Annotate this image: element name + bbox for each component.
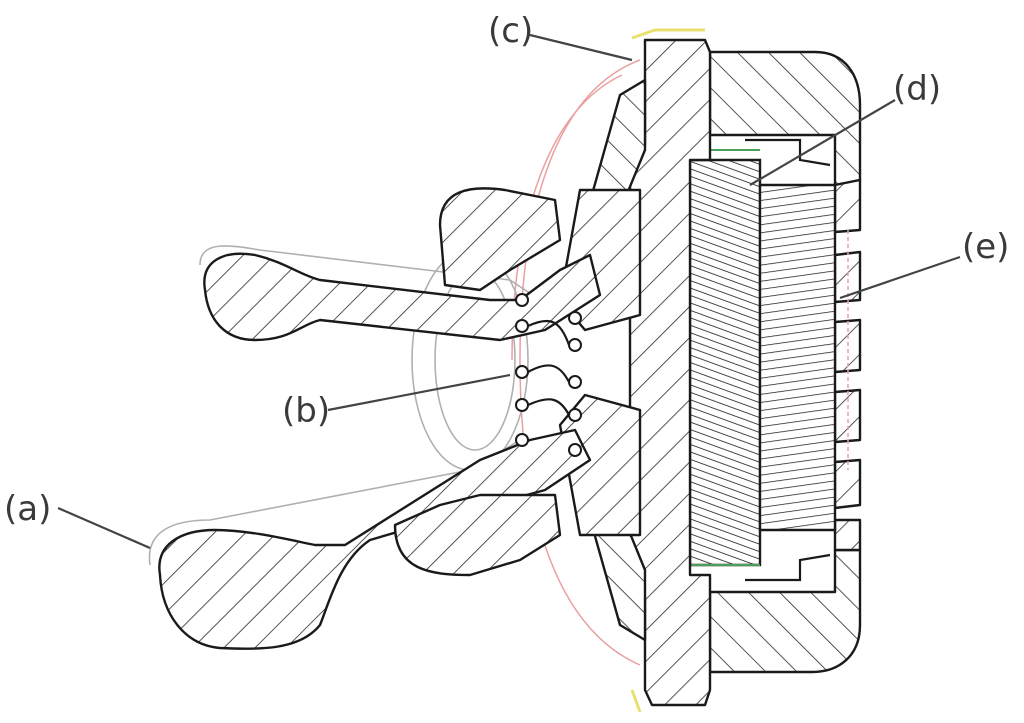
labels: (a) (b) (c) (d) (e) <box>4 11 1009 529</box>
label-b: (b) <box>282 391 330 431</box>
friction-plate-pack <box>682 149 762 567</box>
central-hub <box>628 28 712 713</box>
lever-bushings <box>393 187 562 577</box>
pressure-plate-stack <box>758 183 849 532</box>
label-d: (d) <box>893 69 941 109</box>
label-e: (e) <box>962 227 1009 267</box>
leader-d <box>749 99 896 186</box>
release-levers <box>148 245 602 650</box>
leader-b <box>327 373 511 412</box>
leader-lines <box>57 33 961 550</box>
leader-c <box>529 33 633 62</box>
leader-e <box>839 255 961 300</box>
label-c: (c) <box>488 11 533 51</box>
leader-a <box>57 506 151 550</box>
coil-spring <box>515 293 582 457</box>
label-a: (a) <box>4 489 51 529</box>
